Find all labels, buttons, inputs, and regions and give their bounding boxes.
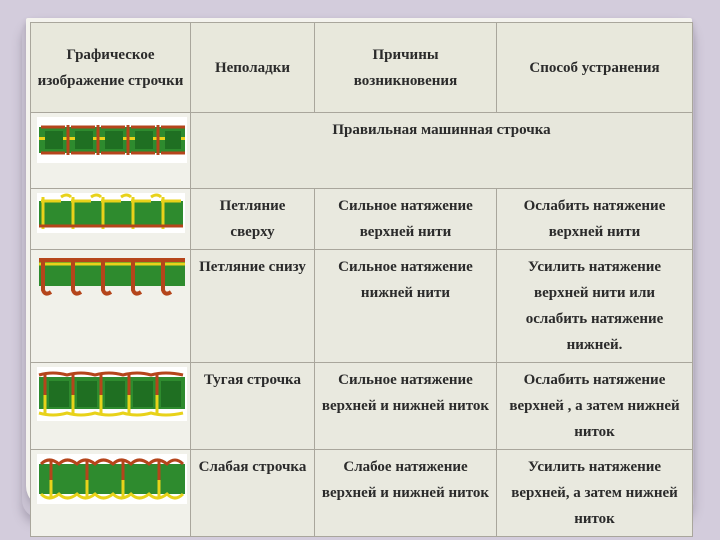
tight-stitch-image [37, 367, 187, 421]
fix-cell: Усилить натяжение верхней нити или ослаб… [496, 249, 693, 363]
bottom-looping-stitch-image [37, 254, 187, 298]
loose-stitch-image [37, 454, 187, 504]
fix-cell: Ослабить натяжение верхней нити [496, 188, 693, 250]
stitch-image-cell [30, 188, 191, 250]
header-fix: Способ устранения [496, 22, 693, 113]
stitch-image-cell [30, 362, 191, 450]
cause-cell: Сильное натяжение нижней нити [314, 249, 497, 363]
cause-cell: Сильное натяжение верхней и нижней ниток [314, 362, 497, 450]
issue-cell: Петляние снизу [190, 249, 315, 363]
issue-cell: Слабая строчка [190, 449, 315, 537]
header-graphic: Графическое изображение строчки [30, 22, 191, 113]
table-row: Правильная машинная строчка [30, 112, 693, 189]
stitch-image-cell [30, 112, 191, 189]
header-issue: Неполадки [190, 22, 315, 113]
correct-stitch-image [37, 117, 187, 163]
fix-cell: Усилить натяжение верхней, а затем нижне… [496, 449, 693, 537]
table-row: Петляние сверху Сильное натяжение верхне… [30, 188, 693, 250]
table-row: Тугая строчка Сильное натяжение верхней … [30, 362, 693, 450]
top-looping-stitch-image [37, 193, 185, 233]
stitch-image-cell [30, 449, 191, 537]
stitch-image-cell [30, 249, 191, 363]
fix-cell: Ослабить натяжение верхней , а затем ниж… [496, 362, 693, 450]
header-cause: Причины возникновения [314, 22, 497, 113]
table-row: Слабая строчка Слабое натяжение верхней … [30, 449, 693, 537]
table-header-row: Графическое изображение строчки Неполадк… [30, 22, 693, 113]
table-row: Петляние снизу Сильное натяжение нижней … [30, 249, 693, 363]
cause-cell: Сильное натяжение верхней нити [314, 188, 497, 250]
issue-cell: Тугая строчка [190, 362, 315, 450]
stitch-defects-table: Графическое изображение строчки Неполадк… [30, 22, 693, 537]
issue-cell: Петляние сверху [190, 188, 315, 250]
correct-stitch-label: Правильная машинная строчка [190, 112, 693, 189]
cause-cell: Слабое натяжение верхней и нижней ниток [314, 449, 497, 537]
